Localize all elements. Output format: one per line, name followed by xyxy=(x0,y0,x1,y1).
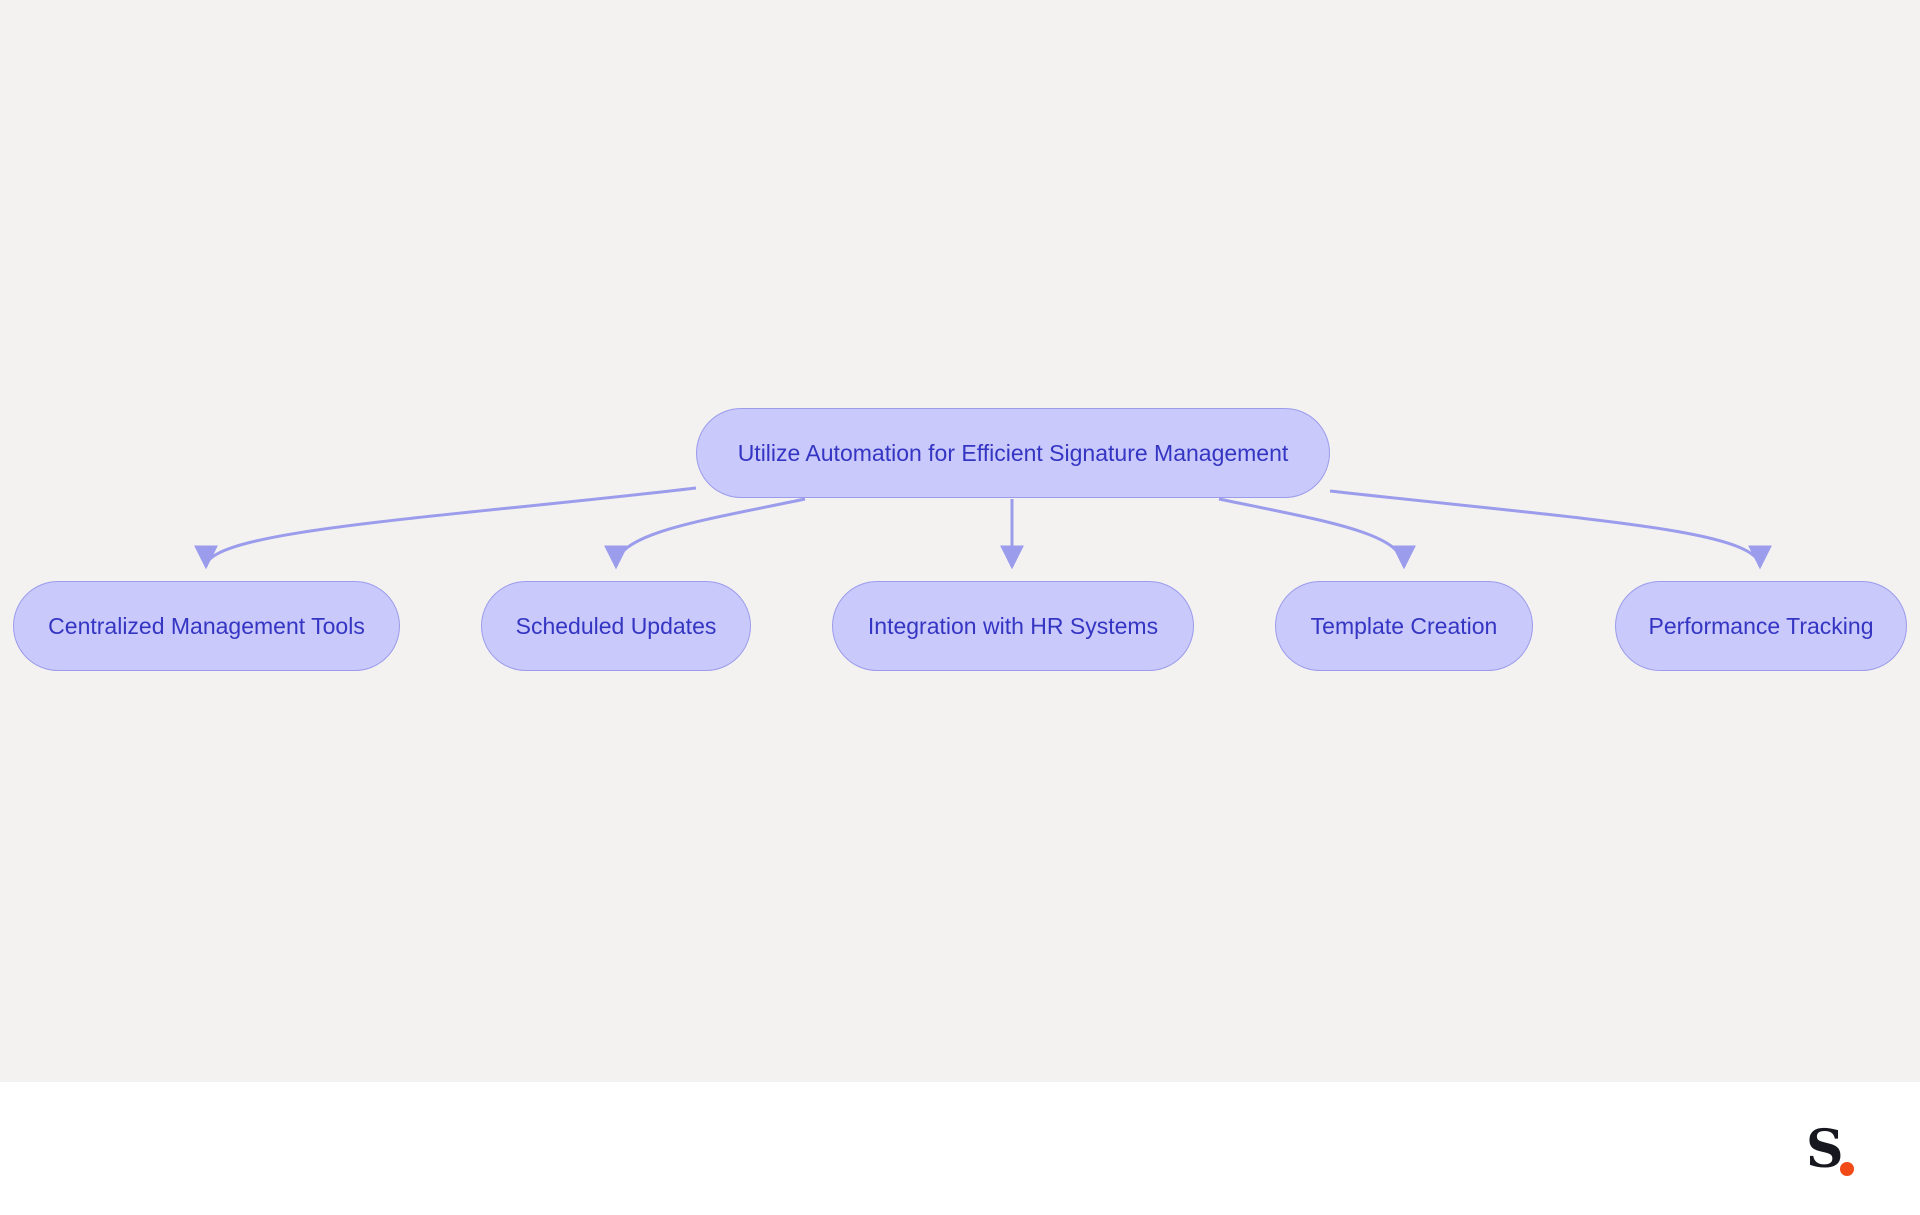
child-node-centralized-management-tools[interactable]: Centralized Management Tools xyxy=(13,581,400,671)
edge-root-to-performance-tracking xyxy=(1329,489,1772,570)
child-node-scheduled-updates[interactable]: Scheduled Updates xyxy=(481,581,751,671)
child-node-label: Template Creation xyxy=(1310,612,1498,639)
edge-root-to-scheduled-updates xyxy=(604,497,806,570)
child-node-template-creation[interactable]: Template Creation xyxy=(1275,581,1533,671)
child-node-performance-tracking[interactable]: Performance Tracking xyxy=(1615,581,1907,671)
edge-root-to-template-creation xyxy=(1218,497,1416,570)
root-node[interactable]: Utilize Automation for Efficient Signatu… xyxy=(696,408,1330,498)
brand-logo: S xyxy=(1806,1124,1866,1180)
edges-layer xyxy=(194,486,1772,570)
child-node-label: Integration with HR Systems xyxy=(867,612,1159,639)
child-node-label: Centralized Management Tools xyxy=(48,612,365,639)
child-node-integration-with-hr-systems[interactable]: Integration with HR Systems xyxy=(832,581,1194,671)
logo-letter: S xyxy=(1806,1119,1844,1180)
footer-bar xyxy=(0,1082,1920,1215)
edge-root-to-centralized-management-tools xyxy=(194,486,697,570)
child-node-label: Scheduled Updates xyxy=(515,612,717,639)
diagram-canvas: Utilize Automation for Efficient Signatu… xyxy=(0,0,1920,1082)
logo-dot-icon xyxy=(1840,1162,1854,1176)
root-node-label: Utilize Automation for Efficient Signatu… xyxy=(737,439,1289,466)
child-node-label: Performance Tracking xyxy=(1648,612,1874,639)
